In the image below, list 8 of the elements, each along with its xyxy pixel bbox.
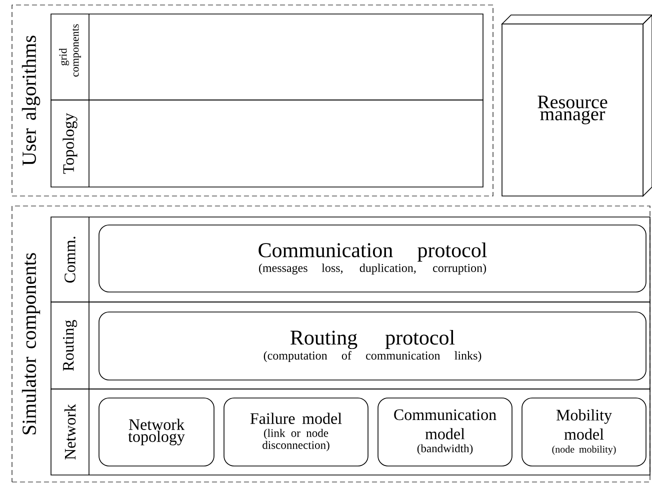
layer-row: grid components	[50, 14, 484, 100]
protocol-box: Communication protocol (messages loss, duplication, corruption)	[98, 224, 646, 292]
layer-row: Topology	[50, 100, 484, 188]
model-box: Communication model (bandwidth)	[378, 398, 512, 466]
model-box: Network topology	[98, 398, 214, 466]
model-box: Mobility model (node mobility)	[522, 398, 646, 466]
model-box: Failure model (link or node disconnection)	[224, 398, 368, 466]
protocol-box: Routing protocol (computation of communication links)	[98, 312, 646, 380]
